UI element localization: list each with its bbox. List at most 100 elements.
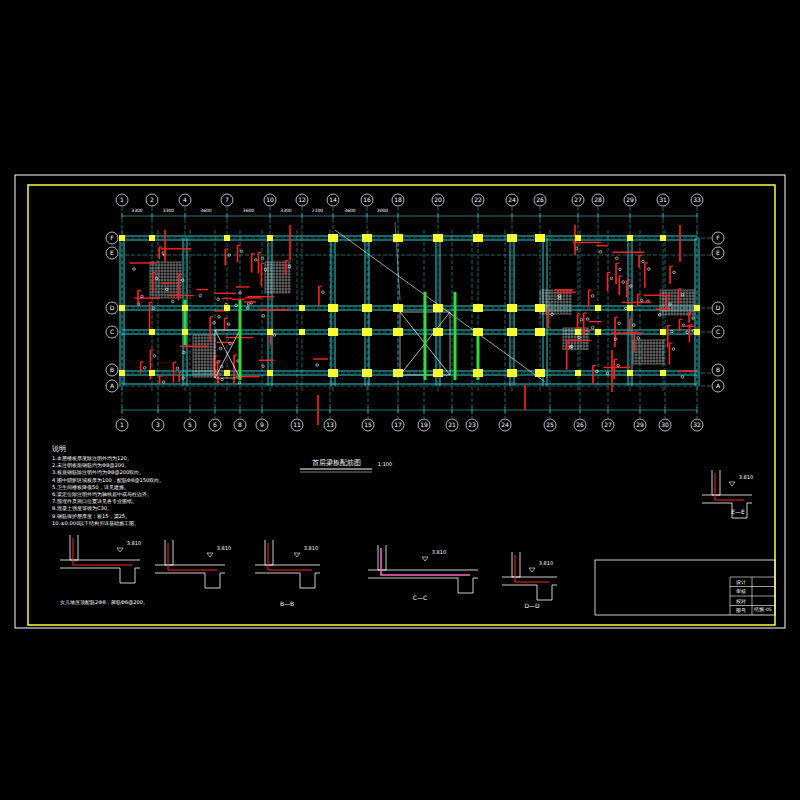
axis-bubble: [712, 302, 724, 314]
section-beam: [60, 568, 140, 583]
column: [694, 329, 700, 335]
table-cell: 校对: [736, 599, 746, 604]
column: [328, 304, 338, 312]
column: [507, 369, 517, 377]
rebar-line: [178, 274, 180, 300]
axis-line: [185, 207, 186, 392]
rebar-line: [178, 372, 180, 382]
beam-line: [122, 384, 697, 385]
rebar-line: [313, 358, 328, 359]
column: [694, 305, 700, 311]
section-wall: [265, 540, 273, 565]
rebar-hook: [238, 245, 241, 246]
rebar-line: [317, 395, 319, 425]
rebar-hook: [258, 252, 261, 253]
dimension-text: 3600: [344, 208, 355, 213]
rebar-line: [592, 365, 594, 384]
axis-line: [640, 230, 641, 418]
green-beam: [424, 292, 427, 380]
rebar-mark: [235, 304, 238, 307]
axis-bubble: [392, 419, 404, 431]
column: [660, 235, 666, 241]
rebar-line: [604, 367, 631, 368]
column: [535, 304, 545, 312]
diagonal-line: [335, 230, 545, 382]
axis-line: [472, 230, 473, 418]
section-beam: [155, 573, 225, 588]
axis-number: 8: [238, 422, 242, 428]
rebar-line: [169, 295, 194, 296]
rebar-mark: [262, 365, 265, 368]
table-line: [730, 577, 775, 578]
rebar-mark: [181, 279, 184, 282]
axis-bubble: [291, 419, 303, 431]
dimension-text: 3000: [377, 208, 388, 213]
rebar-mark: [617, 364, 620, 367]
column: [362, 234, 372, 242]
rebar-hook: [614, 359, 617, 360]
rebar-mark: [558, 295, 561, 298]
rebar-line: [667, 326, 669, 348]
section-wall: [378, 545, 386, 570]
rebar-hook: [160, 375, 163, 376]
title-underline: [300, 468, 372, 469]
column: [595, 329, 601, 335]
rebar-line: [152, 272, 154, 292]
column: [433, 304, 443, 312]
axis-number: 26: [536, 197, 544, 203]
rebar-mark: [217, 298, 220, 301]
axis-line: [630, 207, 631, 392]
rebar-line: [638, 256, 640, 268]
beam-line: [183, 238, 184, 386]
dimension-text: 3300: [163, 208, 174, 213]
opening-cross: [215, 330, 240, 378]
title-underline: [300, 472, 372, 473]
axis-line: [119, 238, 711, 239]
rebar-hook: [173, 362, 176, 363]
rebar-line: [259, 360, 274, 361]
rebar-mark: [681, 376, 684, 379]
rebar-line: [613, 252, 644, 253]
axis-line: [330, 230, 331, 418]
column: [299, 305, 305, 311]
rebar-line: [137, 290, 139, 305]
rebar-hook: [627, 279, 630, 280]
beam-line: [272, 238, 273, 386]
axis-number: 4: [183, 197, 187, 203]
rebar-hook: [666, 297, 669, 298]
rebar-hook: [669, 342, 672, 343]
beam-line: [695, 238, 696, 386]
axis-letter: D: [716, 305, 721, 311]
axis-bubble: [634, 419, 646, 431]
rebar-line: [222, 298, 232, 299]
rebar-line: [289, 225, 291, 260]
rebar-mark: [182, 377, 185, 380]
axis-line: [665, 230, 666, 418]
axis-number: 16: [363, 197, 371, 203]
drawing-border: [28, 185, 775, 625]
axis-line: [302, 207, 303, 392]
axis-number: 30: [661, 422, 669, 428]
axis-number: 2: [150, 197, 154, 203]
axis-bubble: [106, 232, 118, 244]
rebar-mark: [240, 250, 243, 253]
column: [660, 370, 666, 376]
rebar-mark: [672, 348, 675, 351]
rebar-line: [259, 309, 289, 310]
rebar-line: [318, 286, 320, 306]
axis-bubble: [712, 247, 724, 259]
axis-number: 21: [448, 422, 456, 428]
rebar-hook: [179, 371, 182, 372]
rebar-mark: [640, 299, 643, 302]
axis-number: 10: [266, 197, 274, 203]
rebar-mark: [670, 330, 673, 333]
detail-note: 女儿墙压顶配筋2Φ8，箍筋Φ6@200。: [60, 600, 148, 605]
rebar-line: [233, 355, 235, 384]
rebar-line: [588, 290, 590, 307]
rebar-line: [566, 341, 568, 370]
outer-frame: [15, 175, 785, 628]
rebar-hook: [670, 266, 673, 267]
axis-line: [608, 230, 609, 418]
axis-number: 28: [594, 197, 602, 203]
axis-letter: B: [110, 367, 114, 373]
